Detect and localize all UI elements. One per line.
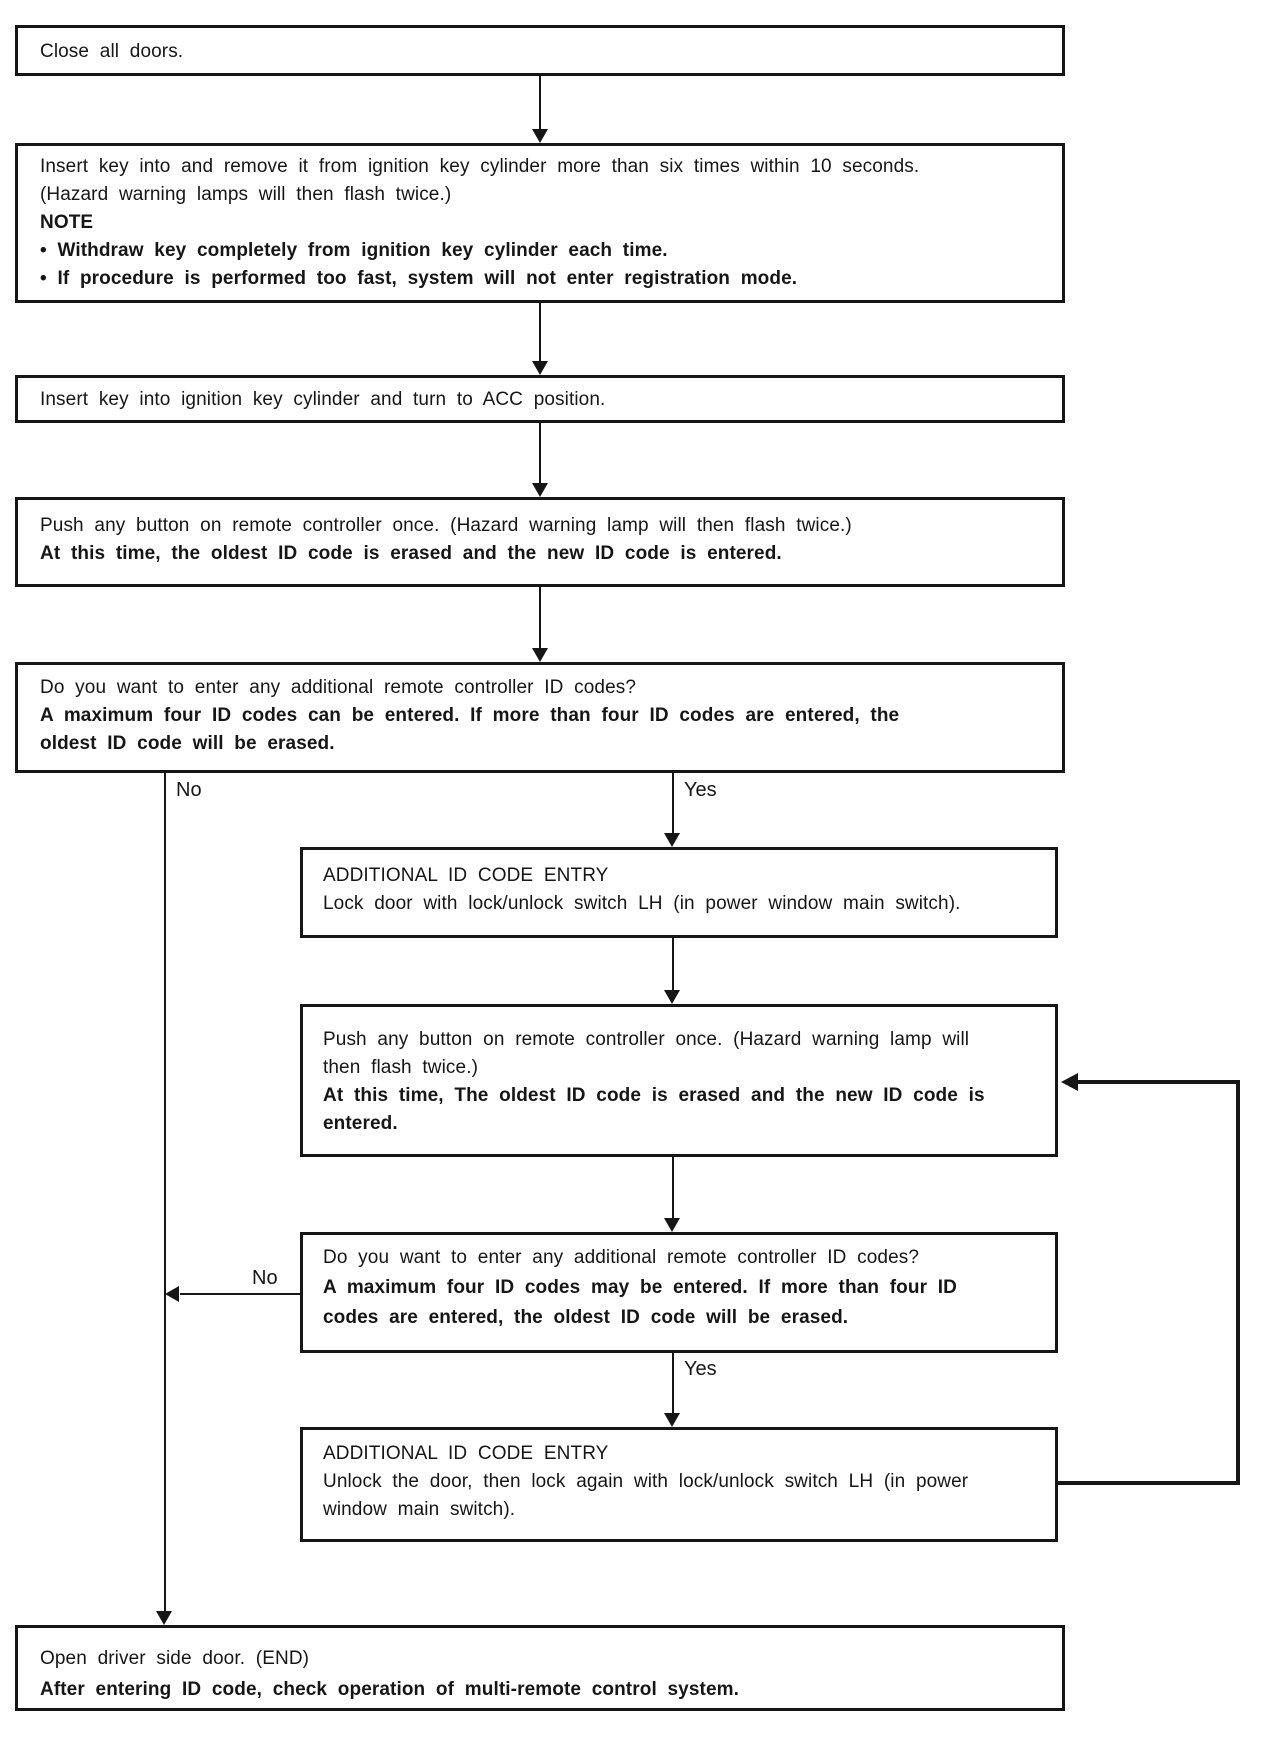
step-text: Insert key into and remove it from ignit… bbox=[40, 156, 920, 177]
step-text-emphasis: After entering ID code, check operation … bbox=[40, 1679, 739, 1700]
connector-feedback-top bbox=[1078, 1080, 1240, 1084]
step-text: Close all doors. bbox=[40, 41, 184, 62]
step-text: Insert key into ignition key cylinder an… bbox=[40, 389, 606, 410]
label-no: No bbox=[176, 779, 202, 801]
entry-title: ADDITIONAL ID CODE ENTRY bbox=[323, 865, 609, 886]
decision-note: A maximum four ID codes can be entered. … bbox=[40, 705, 900, 726]
step-text: Unlock the door, then lock again with lo… bbox=[323, 1471, 969, 1492]
decision-note: codes are entered, the oldest ID code wi… bbox=[323, 1307, 849, 1328]
entry-title: ADDITIONAL ID CODE ENTRY bbox=[323, 1443, 609, 1464]
connector-close-to-insert bbox=[539, 76, 541, 131]
connector-no-branch-second bbox=[180, 1293, 300, 1295]
flow-box-end: Open driver side door. (END) After enter… bbox=[15, 1625, 1065, 1711]
flow-box-turn-acc: Insert key into ignition key cylinder an… bbox=[15, 375, 1065, 423]
arrowhead-down-icon bbox=[532, 361, 548, 375]
connector-insert-to-acc bbox=[539, 303, 541, 363]
label-no: No bbox=[252, 1267, 278, 1289]
step-text-emphasis: At this time, the oldest ID code is eras… bbox=[40, 543, 782, 564]
step-text-emphasis: entered. bbox=[323, 1113, 398, 1134]
flow-box-decision-additional-codes-first: Do you want to enter any additional remo… bbox=[15, 662, 1065, 773]
connector-acc-to-push bbox=[539, 423, 541, 485]
note-bullet: • If procedure is performed too fast, sy… bbox=[40, 268, 798, 289]
step-text: then flash twice.) bbox=[323, 1057, 479, 1078]
flow-box-decision-additional-codes-second: Do you want to enter any additional remo… bbox=[300, 1232, 1058, 1353]
connector-yes-branch-first bbox=[672, 773, 674, 835]
flow-box-additional-id-entry-lock: ADDITIONAL ID CODE ENTRY Lock door with … bbox=[300, 847, 1058, 938]
arrowhead-down-icon bbox=[156, 1611, 172, 1625]
flow-box-close-doors: Close all doors. bbox=[15, 25, 1065, 76]
arrowhead-left-icon bbox=[1061, 1073, 1078, 1091]
connector-push-to-decision bbox=[539, 587, 541, 650]
note-bullet: • Withdraw key completely from ignition … bbox=[40, 240, 668, 261]
flow-box-push-button-second: Push any button on remote controller onc… bbox=[300, 1004, 1058, 1157]
flow-box-additional-id-entry-unlock: ADDITIONAL ID CODE ENTRY Unlock the door… bbox=[300, 1427, 1058, 1542]
decision-question: Do you want to enter any additional remo… bbox=[40, 677, 637, 698]
arrowhead-down-icon bbox=[532, 648, 548, 662]
arrowhead-left-icon bbox=[165, 1286, 179, 1302]
step-text-emphasis: At this time, The oldest ID code is eras… bbox=[323, 1085, 985, 1106]
connector-entry-to-push2 bbox=[672, 938, 674, 992]
arrowhead-down-icon bbox=[664, 833, 680, 847]
arrowhead-down-icon bbox=[664, 990, 680, 1004]
label-yes: Yes bbox=[684, 1358, 717, 1380]
label-yes: Yes bbox=[684, 779, 717, 801]
connector-no-branch bbox=[164, 773, 166, 1613]
note-heading: NOTE bbox=[40, 212, 94, 233]
decision-question: Do you want to enter any additional remo… bbox=[323, 1247, 920, 1268]
step-text: Open driver side door. (END) bbox=[40, 1648, 310, 1669]
connector-push2-to-decision2 bbox=[672, 1157, 674, 1220]
flow-box-insert-remove-key: Insert key into and remove it from ignit… bbox=[15, 143, 1065, 303]
decision-note: oldest ID code will be erased. bbox=[40, 733, 335, 754]
step-text: Push any button on remote controller onc… bbox=[323, 1029, 970, 1050]
arrowhead-down-icon bbox=[532, 129, 548, 143]
arrowhead-down-icon bbox=[532, 483, 548, 497]
step-text: Push any button on remote controller onc… bbox=[40, 515, 852, 536]
connector-feedback-vertical bbox=[1236, 1080, 1240, 1485]
connector-feedback-bottom bbox=[1058, 1481, 1240, 1485]
flow-box-push-button-first: Push any button on remote controller onc… bbox=[15, 497, 1065, 587]
arrowhead-down-icon bbox=[664, 1413, 680, 1427]
step-text: (Hazard warning lamps will then flash tw… bbox=[40, 184, 452, 205]
step-text: Lock door with lock/unlock switch LH (in… bbox=[323, 893, 961, 914]
decision-note: A maximum four ID codes may be entered. … bbox=[323, 1277, 957, 1298]
step-text: window main switch). bbox=[323, 1499, 516, 1520]
connector-yes-branch-second bbox=[672, 1353, 674, 1415]
arrowhead-down-icon bbox=[664, 1218, 680, 1232]
